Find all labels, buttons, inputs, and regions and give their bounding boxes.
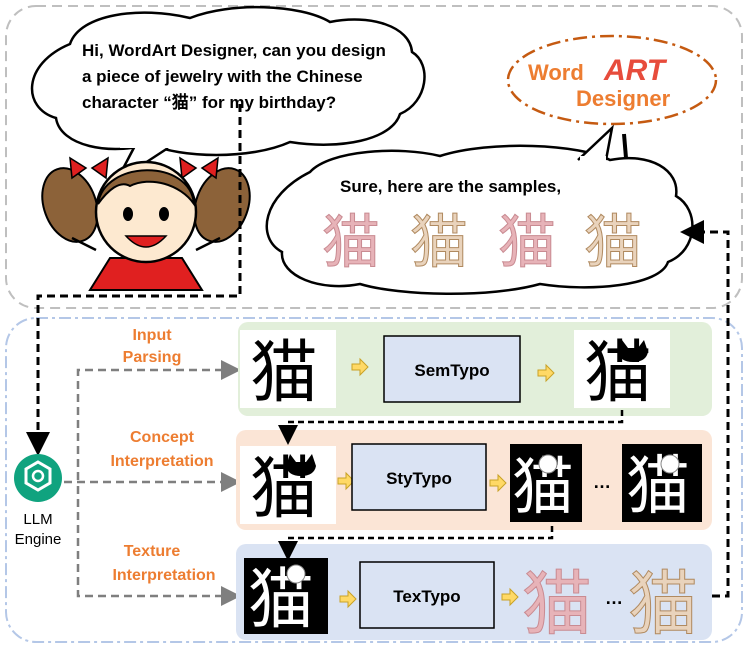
- user-speech-line2: a piece of jewelry with the Chinese: [82, 67, 363, 86]
- stage2-cat-face-2-icon: [660, 454, 680, 474]
- stage1-input-glyph: 猫: [250, 334, 318, 413]
- stage3-input-tile: [244, 558, 328, 634]
- stage3-ellipsis: …: [605, 588, 623, 608]
- logo-badge: [506, 34, 718, 126]
- stage1-cat-icon: [618, 340, 648, 362]
- stage2-module-box: [351, 443, 487, 511]
- stage3-label-line1: Texture: [124, 543, 181, 560]
- stage1-module-label: SemTypo: [414, 361, 489, 380]
- girl-illustration: [41, 156, 251, 291]
- sample-glyph-2: 猫: [410, 208, 468, 276]
- user-speech-line1: Hi, WordArt Designer, can you design: [82, 41, 386, 60]
- stage3-output-glyph-1: 猫: [522, 563, 592, 645]
- logo-word: Word: [528, 60, 584, 85]
- stage3-label-line2: Interpretation: [112, 567, 215, 584]
- stage2-arrow-1-icon: [337, 471, 355, 491]
- stage2-cat-icon: [286, 454, 316, 476]
- stage3-arrow-2-icon: [501, 587, 519, 607]
- user-speech-line3: character “猫” for my birthday?: [82, 92, 336, 112]
- stage1-arrow-1-icon: [351, 357, 369, 377]
- stage2-input-tile: [240, 446, 336, 524]
- stage2-label-line2: Interpretation: [110, 453, 213, 470]
- logo-designer: Designer: [576, 86, 671, 111]
- user-to-engine-arrow: [26, 104, 242, 456]
- stage3-module-box: [359, 561, 495, 629]
- logo-art: ART: [603, 54, 668, 87]
- stage3-arrow-1-icon: [339, 589, 357, 609]
- reply-text: Sure, here are the samples,: [340, 177, 561, 196]
- top-frame: [5, 5, 743, 309]
- stage1-module-box: [383, 335, 521, 403]
- stage2-to-stage3-arrow: [278, 526, 554, 561]
- sample-glyph-1: 猫: [322, 208, 380, 276]
- stage2-output-tile-2: [622, 444, 702, 522]
- sample-glyph-4: 猫: [584, 208, 642, 276]
- stage3-output-glyph-2: 猫: [628, 563, 698, 645]
- output-to-reply-arrow: [680, 220, 730, 598]
- stage2-arrow-2-icon: [489, 473, 507, 493]
- engine-to-stage1-arrow: [76, 360, 241, 480]
- sample-glyph-3: 猫: [498, 208, 556, 276]
- stage2-module-label: StyTypo: [386, 469, 452, 488]
- stage1-to-stage2-arrow: [278, 410, 624, 445]
- stage2-output-glyph-2: 猫: [626, 450, 690, 524]
- stage1-arrow-2-icon: [537, 363, 555, 383]
- engine-label-line1: LLM: [23, 511, 52, 528]
- stage3-module-label: TexTypo: [393, 587, 460, 606]
- stage1-label-line2: Parsing: [123, 349, 182, 366]
- stage1-input-tile: [240, 330, 336, 408]
- stage1-label-line1: Input: [132, 327, 172, 344]
- llm-engine-icon: [14, 454, 62, 502]
- bottom-frame: [5, 317, 743, 643]
- engine-label-line2: Engine: [15, 531, 62, 548]
- stage3-cat-face-icon: [286, 564, 306, 584]
- reply-speech-cloud: [265, 124, 694, 295]
- stage2-ellipsis: …: [593, 472, 611, 492]
- engine-to-stage3-arrow: [76, 486, 241, 606]
- stage2-cat-face-1-icon: [538, 454, 558, 474]
- stage2-label-line1: Concept: [130, 429, 195, 446]
